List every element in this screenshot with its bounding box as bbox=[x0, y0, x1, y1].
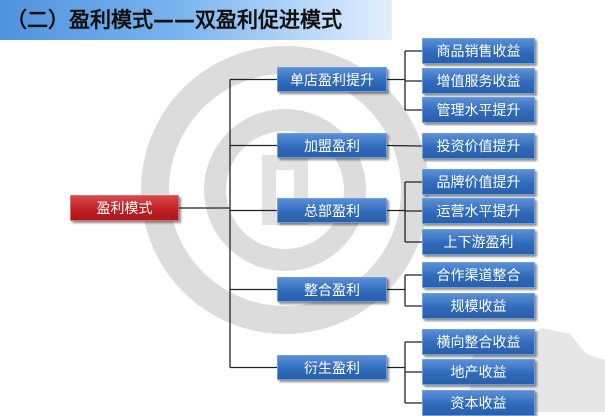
leaf-node: 上下游盈利 bbox=[422, 229, 535, 255]
leaf-node: 运营水平提升 bbox=[422, 198, 535, 224]
leaf-node: 增值服务收益 bbox=[422, 68, 535, 94]
branch-node: 整合盈利 bbox=[277, 277, 387, 302]
leaf-node: 商品销售收益 bbox=[422, 38, 535, 64]
leaf-node: 管理水平提升 bbox=[422, 97, 535, 123]
branch-node: 单店盈利提升 bbox=[277, 67, 387, 92]
branch-node: 衍生盈利 bbox=[277, 355, 387, 380]
leaf-node: 品牌价值提升 bbox=[422, 169, 535, 195]
leaf-node: 资本收益 bbox=[422, 390, 535, 416]
leaf-node: 规模收益 bbox=[422, 293, 535, 319]
leaf-node: 地产收益 bbox=[422, 359, 535, 385]
leaf-connector bbox=[386, 144, 423, 147]
page-title: （二）盈利模式——双盈利促进模式 bbox=[6, 8, 342, 32]
leaf-node: 投资价值提升 bbox=[422, 133, 535, 159]
title-banner: （二）盈利模式——双盈利促进模式 bbox=[0, 0, 392, 40]
root-node: 盈利模式 bbox=[70, 195, 179, 221]
leaf-node: 合作渠道整合 bbox=[422, 262, 535, 288]
branch-node: 加盟盈利 bbox=[277, 133, 387, 158]
leaf-node: 横向整合收益 bbox=[422, 329, 535, 355]
branch-node: 总部盈利 bbox=[277, 198, 387, 223]
